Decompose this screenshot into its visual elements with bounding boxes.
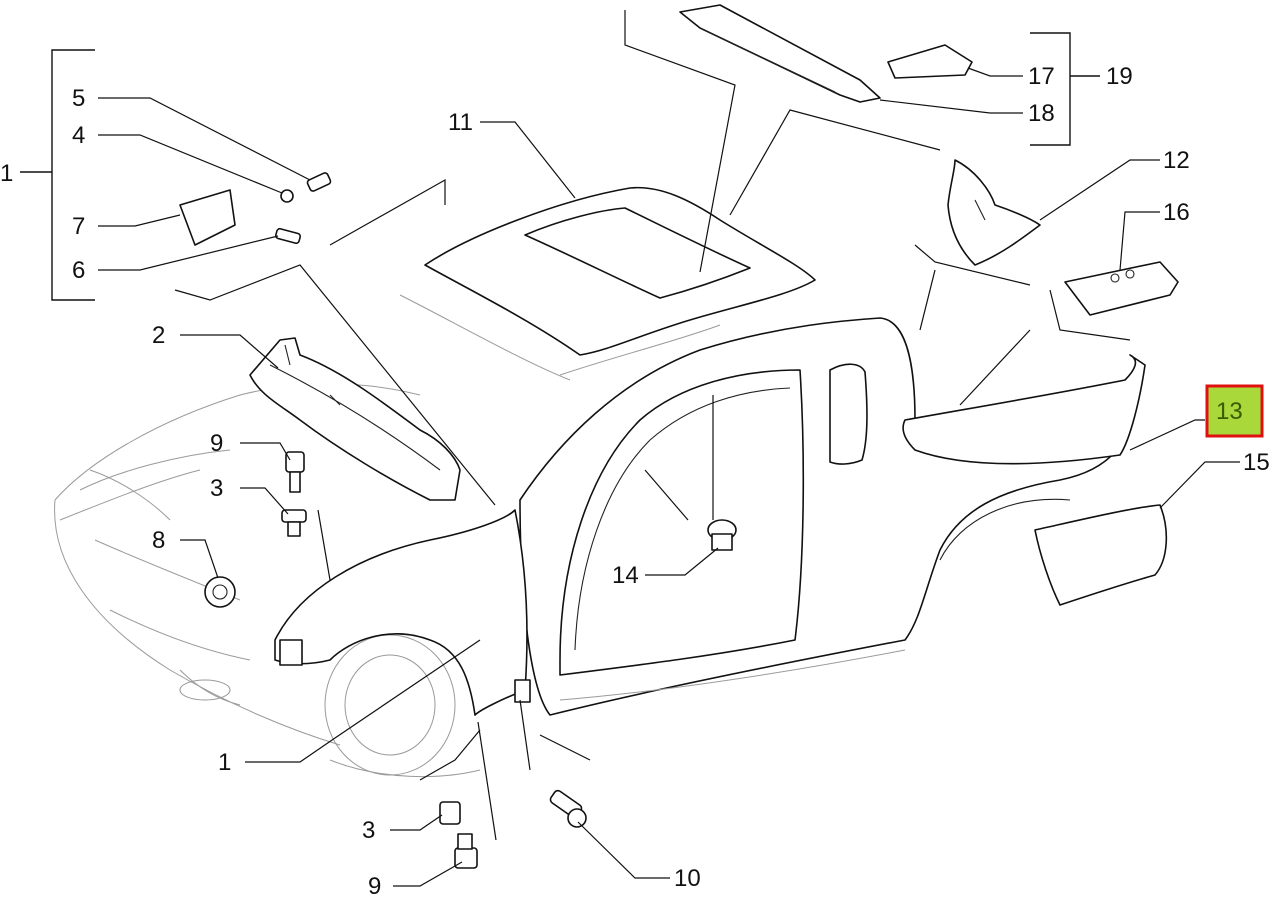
callout-18: 18 <box>1028 100 1055 127</box>
callout-7: 7 <box>72 213 85 240</box>
callout-6: 6 <box>72 257 85 284</box>
bracket-group-19 <box>1030 32 1071 146</box>
callout-16: 16 <box>1163 199 1190 226</box>
highlighted-callout-13[interactable]: 13 <box>1205 384 1264 438</box>
callout-10: 10 <box>674 865 701 892</box>
callout-11: 11 <box>448 109 473 136</box>
side-body-panel <box>519 317 1132 716</box>
callout-14: 14 <box>612 562 639 589</box>
roof-bracket <box>887 44 973 79</box>
highlight-box <box>1205 384 1264 438</box>
callout-9-bottom: 9 <box>368 873 381 900</box>
callout-9-mid: 9 <box>210 430 223 457</box>
support-bracket <box>1064 261 1179 316</box>
callout-13: 13 <box>1216 398 1243 425</box>
callout-2: 2 <box>152 322 165 349</box>
roof-panel <box>399 186 816 381</box>
hardware-parts <box>179 172 737 869</box>
rear-inner-panel <box>1034 504 1168 606</box>
bracket-group-1 <box>51 49 95 301</box>
callout-labels: 1 5 4 7 6 2 9 3 8 1 3 9 10 11 17 19 18 1… <box>0 63 1270 900</box>
leader-lines <box>98 10 1240 887</box>
car-front-ghost-outline <box>54 383 481 778</box>
cowl-cross-member <box>249 337 461 501</box>
callout-12: 12 <box>1163 147 1190 174</box>
callout-1-bottom: 1 <box>218 749 231 776</box>
roof-rail <box>679 4 881 103</box>
group-brackets <box>20 32 1100 301</box>
front-fender <box>274 509 531 716</box>
callout-8: 8 <box>152 527 165 554</box>
callout-19: 19 <box>1106 63 1133 90</box>
rear-quarter-strip <box>902 354 1146 465</box>
callout-17: 17 <box>1028 63 1055 90</box>
callout-15: 15 <box>1243 449 1270 476</box>
callout-4: 4 <box>72 122 85 149</box>
callout-5: 5 <box>72 85 85 112</box>
rear-pillar-piece <box>947 159 1041 266</box>
callout-3-bottom: 3 <box>362 817 375 844</box>
callout-3-mid: 3 <box>210 475 223 502</box>
callout-1-top: 1 <box>0 160 13 187</box>
